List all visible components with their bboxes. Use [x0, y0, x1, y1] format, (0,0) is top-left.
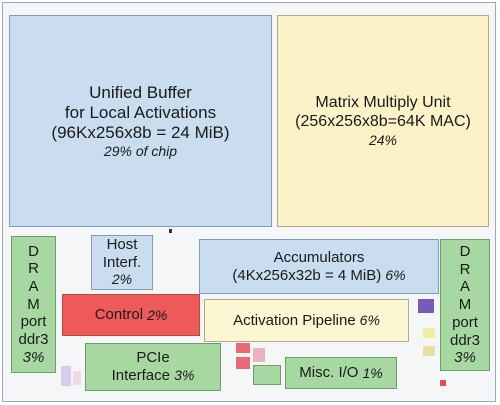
small-component: [169, 229, 172, 233]
control-percent: 2%: [147, 306, 168, 323]
activation-percent: 6%: [359, 312, 380, 329]
small-component: [423, 328, 435, 338]
dram-right-port: port: [452, 313, 478, 331]
dram-left-letter: R: [28, 260, 39, 278]
accumulators-title: Accumulators: [273, 248, 365, 266]
misc-title: Misc. I/O: [299, 364, 359, 382]
accumulators-block: Accumulators (4Kx256x32b = 4 MiB) 6%: [199, 239, 439, 294]
mmu-title: Matrix Multiply Unit: [315, 93, 451, 111]
host-percent: 2%: [111, 271, 133, 288]
small-component: [418, 299, 434, 313]
dram-left-percent: 3%: [22, 348, 45, 366]
dram-right-letter: M: [458, 296, 472, 314]
small-component: [253, 365, 281, 385]
unified-buffer-size: (96Kx256x8b = 24 MiB): [51, 122, 230, 142]
activation-title: Activation Pipeline: [233, 311, 356, 329]
unified-buffer-percent: 29% of chip: [103, 142, 178, 159]
mmu-size: (256x256x8b=64K MAC): [295, 112, 471, 130]
chip-floorplan: Unified Buffer for Local Activations (96…: [2, 2, 496, 402]
pcie-percent: 3%: [174, 367, 195, 383]
unified-buffer-title: Unified Buffer: [89, 82, 192, 102]
small-component: [440, 380, 446, 386]
pcie-interface-block: PCIe Interface 3%: [85, 343, 221, 391]
small-component: [236, 343, 250, 353]
dram-left-letter: M: [27, 295, 40, 313]
dram-left-port: port: [20, 313, 47, 331]
activation-pipeline-block: Activation Pipeline 6%: [204, 299, 409, 342]
mmu-percent: 24%: [368, 131, 398, 148]
dram-port-left-block: D R A M port ddr3 3%: [11, 236, 56, 373]
misc-percent: 1%: [362, 364, 383, 381]
control-title: Control: [94, 306, 144, 324]
unified-buffer-block: Unified Buffer for Local Activations (96…: [9, 15, 272, 227]
host-interface-block: Host Interf. 2%: [91, 235, 153, 290]
misc-io-block: Misc. I/O 1%: [285, 357, 397, 389]
unified-buffer-subtitle: for Local Activations: [64, 102, 217, 122]
dram-right-type: ddr3: [449, 331, 481, 349]
dram-left-letter: A: [28, 277, 39, 295]
dram-right-letter: R: [459, 260, 471, 278]
accumulators-percent: 6%: [385, 266, 406, 283]
control-block: Control 2%: [62, 294, 200, 336]
small-component: [61, 366, 71, 386]
host-subtitle: Interf.: [102, 253, 142, 271]
host-title: Host: [106, 235, 138, 253]
dram-port-right-block: D R A M port ddr3 3%: [440, 239, 490, 371]
small-component: [73, 371, 81, 385]
pcie-subtitle: Interface: [111, 367, 170, 384]
dram-right-letter: A: [459, 278, 470, 296]
small-component: [423, 346, 435, 356]
dram-left-type: ddr3: [18, 331, 49, 349]
dram-left-letter: D: [28, 242, 39, 260]
dram-right-percent: 3%: [454, 349, 476, 367]
matrix-multiply-unit-block: Matrix Multiply Unit (256x256x8b=64K MAC…: [277, 15, 489, 227]
small-component: [253, 348, 265, 362]
dram-right-letter: D: [459, 243, 471, 261]
pcie-title: PCIe: [136, 349, 170, 367]
accumulators-size: (4Kx256x32b = 4 MiB): [232, 266, 382, 284]
small-component: [236, 357, 250, 369]
